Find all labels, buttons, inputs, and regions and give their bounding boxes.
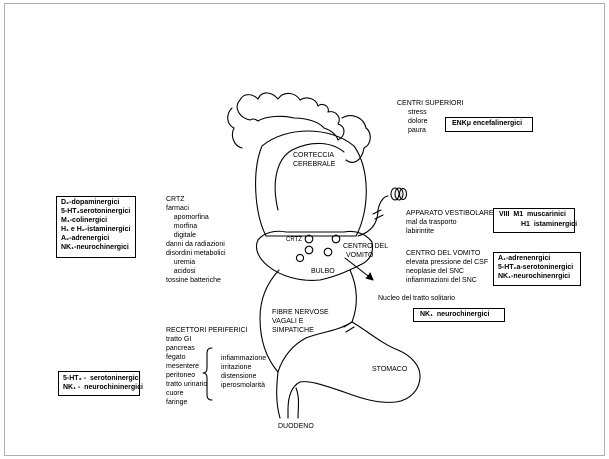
bulbo-label: BULBO — [311, 268, 335, 277]
crtz-brain-label: CRTZ — [286, 236, 302, 245]
crtz-list-item: danni da radiazioni — [166, 241, 225, 250]
recettori-stimulus: iperosmolarità — [221, 382, 265, 391]
crtz-list-item: digitale — [166, 232, 196, 241]
crtz-receptor: 5-HT₃serotoninergici — [61, 208, 130, 217]
recettori-organ: peritoneo — [166, 372, 195, 381]
crtz-list-item: morfina — [166, 223, 197, 232]
brace-organs — [203, 348, 212, 400]
corteccia-label-2: CEREBRALE — [293, 161, 335, 170]
crtz-circle-3 — [296, 254, 303, 261]
periferici-receptor: 5-HT₃ - serotoninergici — [63, 375, 141, 384]
vomito-receptor: 5-HT₁a-serotoninergici — [498, 264, 573, 273]
vestibolare-receptor: VIII M1 muscarinici — [499, 211, 566, 220]
nucleo-label: Nucleo del tratto solitario — [378, 295, 455, 304]
fibre-label-3: SIMPATICHE — [272, 327, 314, 336]
fibre-label: FIBRE NERVOSE — [272, 309, 329, 318]
duodeno-label: DUODENO — [278, 423, 314, 432]
enk-receptor-label: ENKμ encefalinergici — [452, 120, 522, 129]
nucleo-receptor-box: NK₁ neurochinergici — [413, 308, 505, 322]
crtz-list-item: disordini metabolici — [166, 250, 226, 259]
recettori-stimulus: irritazione — [221, 364, 251, 373]
centri-superiori-item: dolore — [408, 118, 427, 127]
crtz-list-item: uremia — [166, 259, 195, 268]
recettori-organ: fegato — [166, 354, 185, 363]
nucleo-receptor: NK₁ neurochinergici — [420, 311, 489, 320]
crtz-list-item: tossine batteriche — [166, 277, 221, 286]
crtz-receptor: A₂-adrenergici — [61, 235, 109, 244]
crtz-receptor: NK₁-neurochinergici — [61, 244, 129, 253]
recettori-organ: tratto GI — [166, 336, 191, 345]
stomaco-label: STOMACO — [372, 366, 407, 375]
centro-brain-label: CENTRO DEL — [343, 243, 388, 252]
recettori-stimulus: distensione — [221, 373, 256, 382]
vestibolare-receptor-box: VIII M1 muscarinici H1 istaminergici — [493, 208, 575, 233]
enk-receptor-box: ENKμ encefalinergici — [445, 117, 533, 132]
recettori-organ: pancreas — [166, 345, 195, 354]
centri-superiori-item: paura — [408, 127, 426, 136]
vestibolare-receptor: H1 istaminergici — [521, 221, 577, 230]
periferici-receptor: NK₁ - neurochininergici — [63, 384, 143, 393]
vomito-receptor: NK₁-neurochinenrgici — [498, 273, 570, 282]
crtz-list-item: apomorfina — [166, 214, 209, 223]
corteccia-label: CORTECCIA — [293, 152, 334, 161]
fibre-right — [350, 270, 356, 322]
crtz-list-item: acidosi — [166, 268, 196, 277]
stomach-inner — [277, 372, 280, 418]
fibre-label-2: VAGALI E — [272, 318, 303, 327]
centro-vomito-line: infiammazioni del SNC — [406, 277, 477, 286]
vestibolare-title: APPARATO VESTIBOLARE — [406, 210, 494, 219]
centro-vomito-title: CENTRO DEL VOMITO — [406, 250, 480, 259]
crtz-circle-2 — [305, 246, 313, 254]
periferici-receptor-box: 5-HT₃ - serotoninergici NK₁ - neurochini… — [58, 371, 140, 396]
cortex-cloud-outline-2 — [342, 116, 370, 163]
crtz-receptor: H₁ e H₂-istaminergici — [61, 226, 130, 235]
vestibolare-line: mal da trasporto — [406, 219, 457, 228]
centro-vomito-line: elevata pressione del CSF — [406, 259, 488, 268]
vestibolare-line: labirintite — [406, 228, 434, 237]
crtz-list-item: farmaci — [166, 205, 189, 214]
vomito-receptor-box: A₁-adrenenrgici 5-HT₁a-serotoninergici N… — [493, 252, 581, 286]
vestibular-nerve — [358, 196, 388, 236]
recettori-organ: tratto urinario — [166, 381, 207, 390]
crtz-receptor: D₂-dopaminergici — [61, 199, 119, 208]
centri-superiori-title: CENTRI SUPERIORI — [397, 100, 464, 109]
recettori-title: RECETTORI PERIFERICI — [166, 327, 248, 336]
recettori-organ: faringe — [166, 399, 187, 408]
centro-vomito-line: neoplasie del SNC — [406, 268, 464, 277]
recettori-organ: mesentere — [166, 363, 199, 372]
vomito-receptor: A₁-adrenenrgici — [498, 255, 550, 264]
cortex-body — [256, 131, 367, 236]
arrowhead-nucleus — [366, 273, 373, 280]
duodeno-curve — [296, 388, 299, 418]
centri-superiori-item: stress — [408, 109, 427, 118]
recettori-organ: cuore — [166, 390, 184, 399]
crtz-receptor-box: D₂-dopaminergici 5-HT₃serotoninergici M₁… — [56, 196, 136, 258]
centro-brain-label-2: VOMITO — [346, 252, 373, 261]
vomit-center-circle-2 — [324, 248, 332, 256]
recettori-stimulus: infiammazione — [221, 355, 266, 364]
crtz-list-title: CRTZ — [166, 196, 185, 205]
crtz-receptor: M₁-colinergici — [61, 217, 107, 226]
